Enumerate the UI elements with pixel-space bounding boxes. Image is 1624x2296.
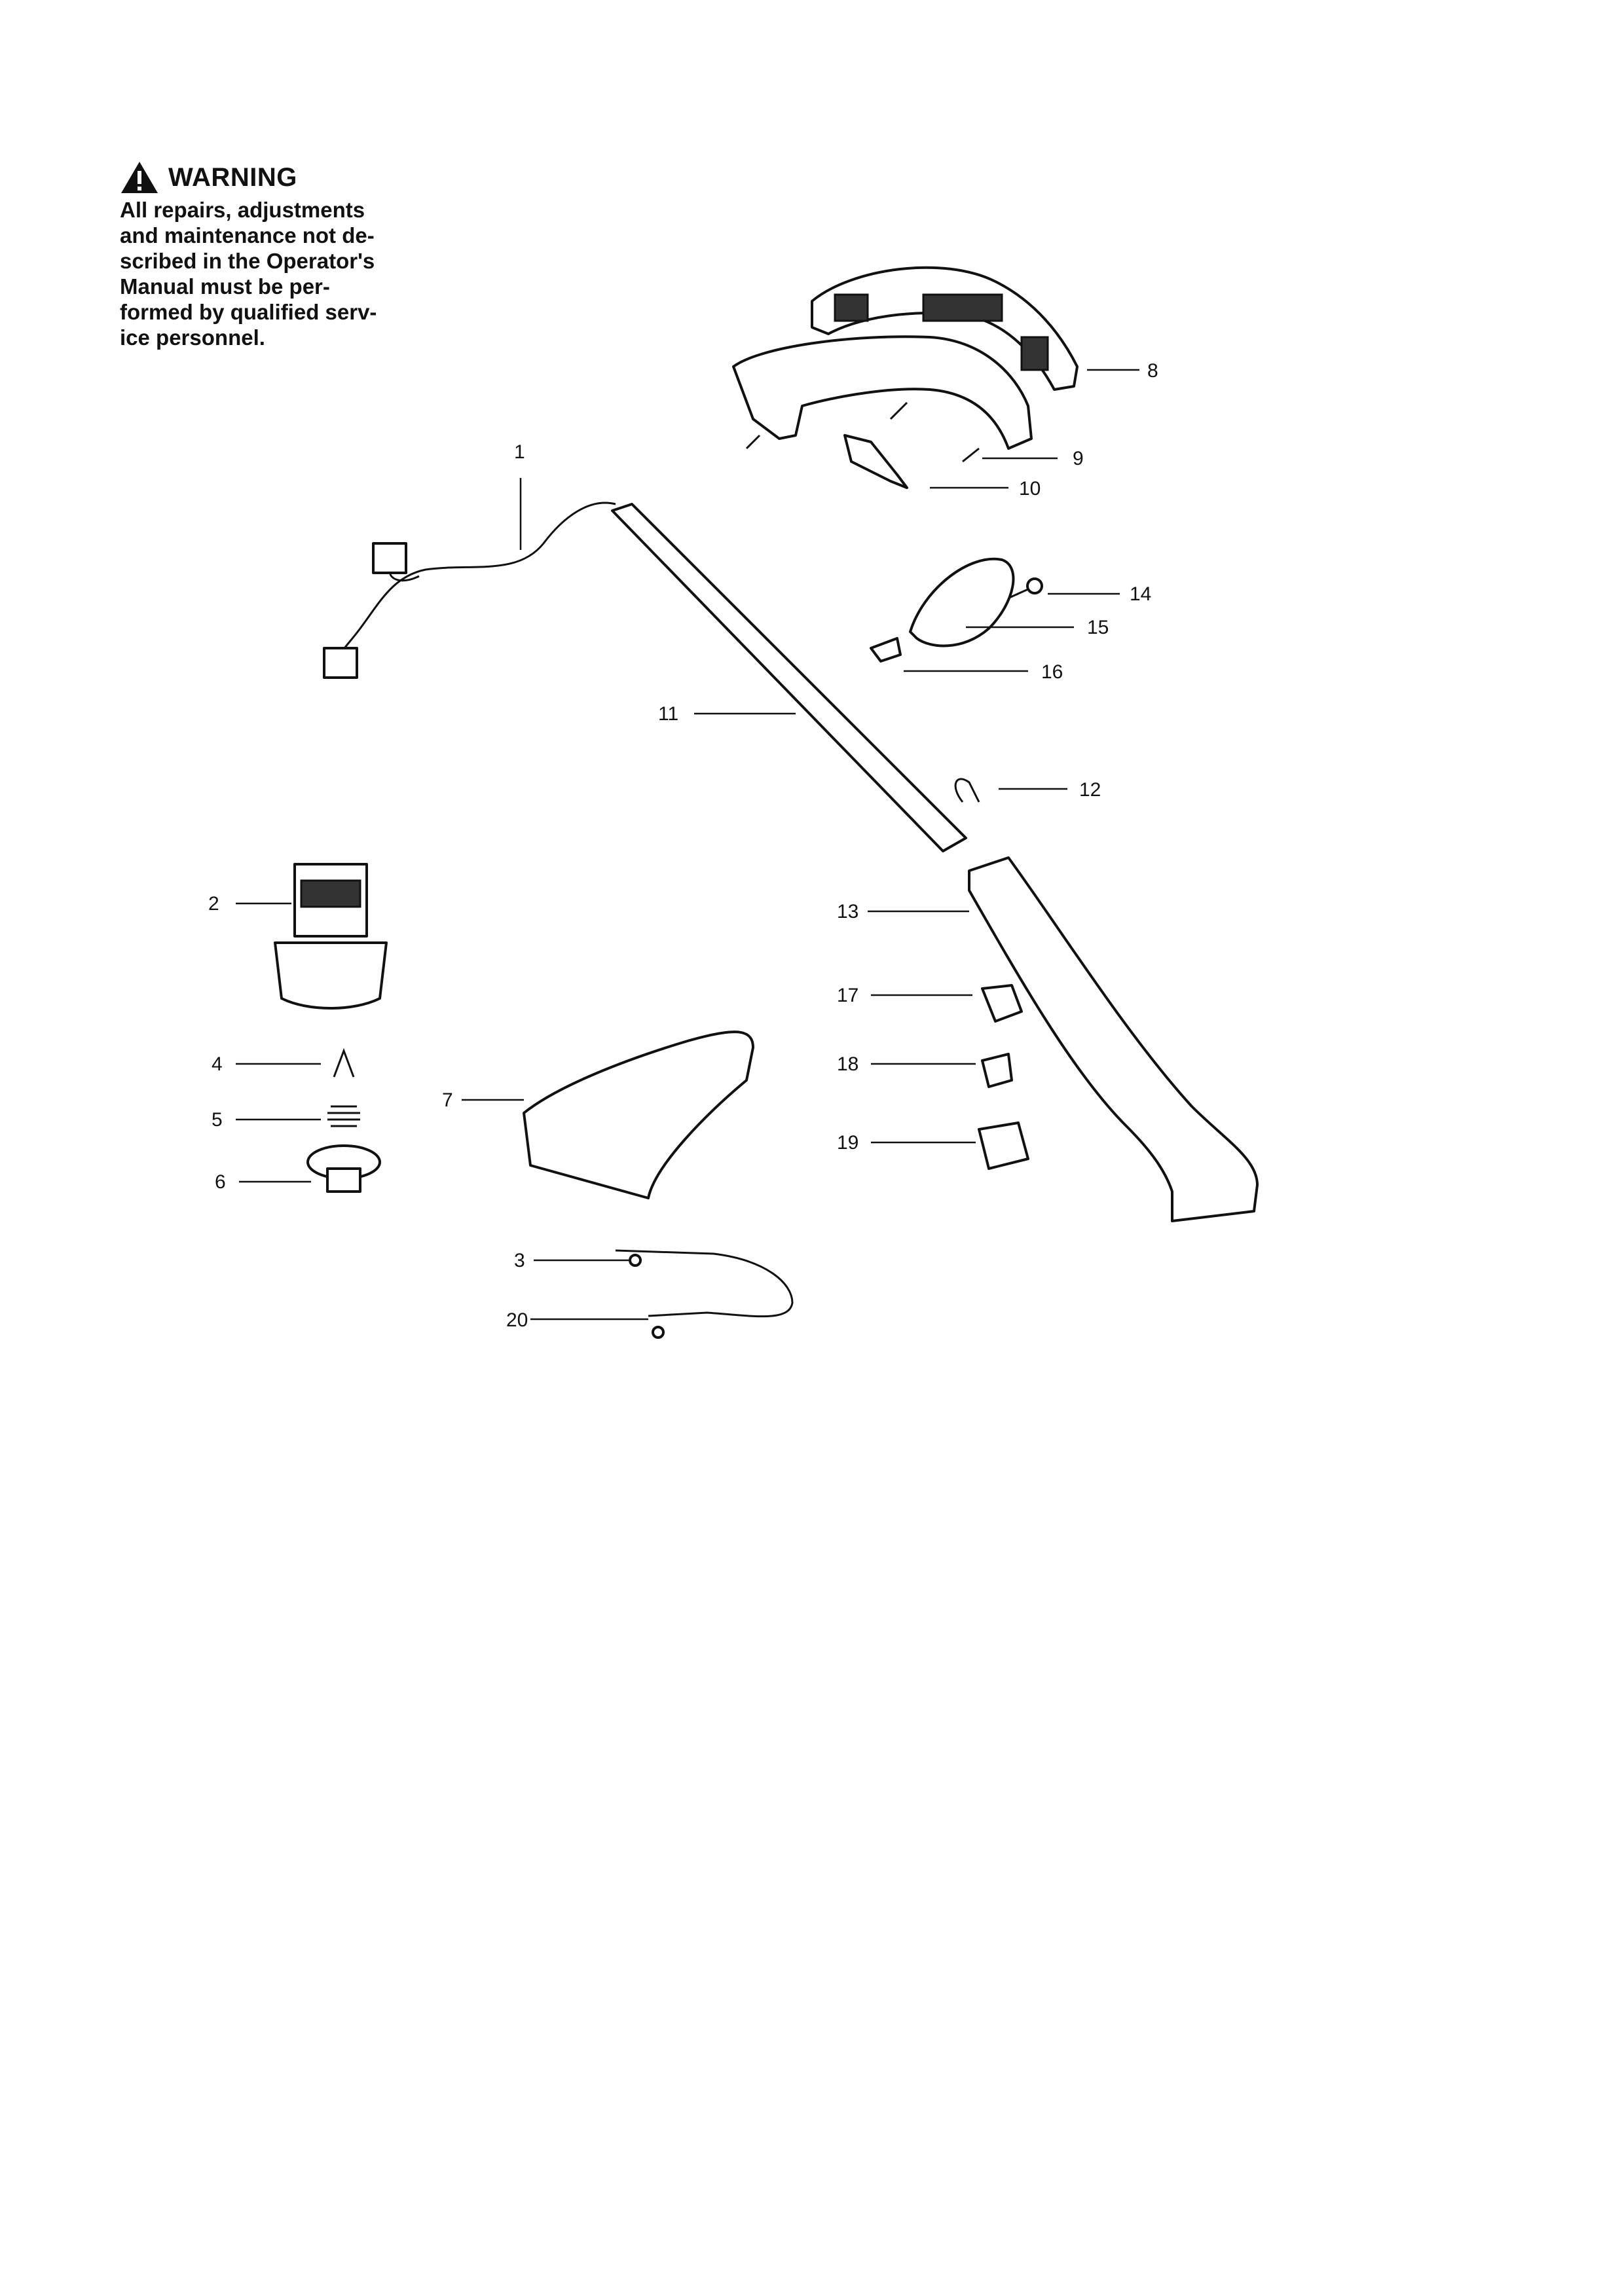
callout-5: 5 bbox=[212, 1109, 223, 1131]
auxiliary-handle-part bbox=[909, 557, 1015, 647]
spring-clip-part bbox=[981, 1053, 1013, 1088]
warning-header: WARNING bbox=[120, 160, 447, 194]
callout-9: 9 bbox=[1073, 448, 1084, 469]
guard-part bbox=[523, 1030, 754, 1199]
trigger-part bbox=[843, 434, 908, 489]
callout-labels: 1 2 3 4 5 6 7 8 9 10 11 12 13 14 15 16 1… bbox=[208, 360, 1158, 1331]
callout-16: 16 bbox=[1041, 661, 1063, 683]
callout-1: 1 bbox=[514, 441, 525, 463]
handle-housing-part bbox=[732, 266, 1079, 450]
callout-15: 15 bbox=[1087, 617, 1109, 638]
warning-line: ice personnel. bbox=[120, 325, 265, 350]
callout-8: 8 bbox=[1147, 360, 1158, 382]
warning-title: WARNING bbox=[168, 162, 297, 192]
callout-14: 14 bbox=[1130, 583, 1151, 605]
handle-clamp-part bbox=[870, 637, 902, 663]
leader-lines bbox=[236, 369, 1139, 1321]
warning-line: scribed in the Operator's bbox=[120, 249, 375, 273]
screws-part bbox=[745, 401, 980, 463]
warning-line: All repairs, adjustments bbox=[120, 198, 365, 222]
callout-20: 20 bbox=[506, 1309, 528, 1331]
warning-line: Manual must be per- bbox=[120, 274, 330, 299]
button-part bbox=[981, 984, 1023, 1023]
cable-clip-part bbox=[615, 1249, 794, 1318]
warning-text: All repairs, adjustments and maintenance… bbox=[120, 197, 447, 350]
warning-block: WARNING All repairs, adjustments and mai… bbox=[120, 160, 447, 350]
lower-housing-part bbox=[968, 856, 1259, 1222]
callout-13: 13 bbox=[837, 901, 858, 922]
motor-part bbox=[274, 863, 388, 1010]
spring-part bbox=[327, 1105, 360, 1127]
screw-part bbox=[652, 1326, 665, 1339]
upper-shaft-part bbox=[611, 503, 967, 852]
clip-part bbox=[954, 778, 980, 803]
warning-line: formed by qualified serv- bbox=[120, 300, 377, 324]
callout-4: 4 bbox=[212, 1053, 223, 1075]
callout-17: 17 bbox=[837, 985, 858, 1006]
warning-line: and maintenance not de- bbox=[120, 223, 375, 247]
callout-2: 2 bbox=[208, 893, 219, 915]
callout-10: 10 bbox=[1019, 478, 1041, 500]
spool-part bbox=[306, 1144, 381, 1193]
callout-6: 6 bbox=[215, 1171, 226, 1193]
callout-12: 12 bbox=[1079, 779, 1101, 801]
callout-19: 19 bbox=[837, 1132, 858, 1154]
latch-part bbox=[978, 1121, 1029, 1170]
cord-part bbox=[323, 501, 616, 679]
callout-7: 7 bbox=[442, 1089, 453, 1111]
callout-3: 3 bbox=[514, 1250, 525, 1271]
handle-knob-part bbox=[1001, 577, 1043, 602]
tool-part bbox=[333, 1048, 355, 1078]
callout-11: 11 bbox=[658, 703, 678, 725]
warning-triangle-icon bbox=[121, 162, 158, 193]
callout-18: 18 bbox=[837, 1053, 858, 1075]
screw-part bbox=[629, 1254, 642, 1267]
